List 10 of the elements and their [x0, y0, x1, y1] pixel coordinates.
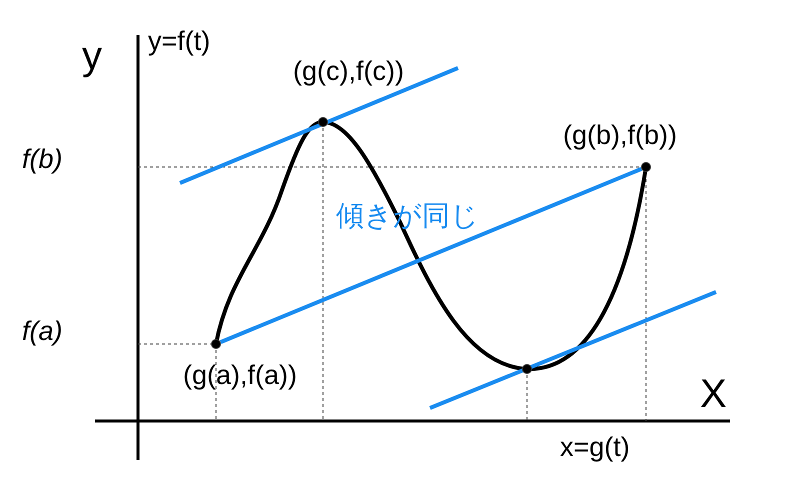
axis-label: X [700, 374, 727, 414]
coordinate-label: (g(b),f(b)) [563, 122, 677, 149]
function-label: x=g(t) [560, 434, 630, 461]
coordinate-label: (g(a),f(a)) [183, 362, 297, 389]
axis-value-label: f(a) [22, 318, 62, 345]
function-label: y=f(t) [148, 28, 210, 55]
axis-label: y [82, 36, 102, 76]
coordinate-label: (g(c),f(c)) [293, 58, 404, 85]
axis-value-label: f(b) [22, 146, 62, 173]
chord-line [220, 167, 642, 344]
